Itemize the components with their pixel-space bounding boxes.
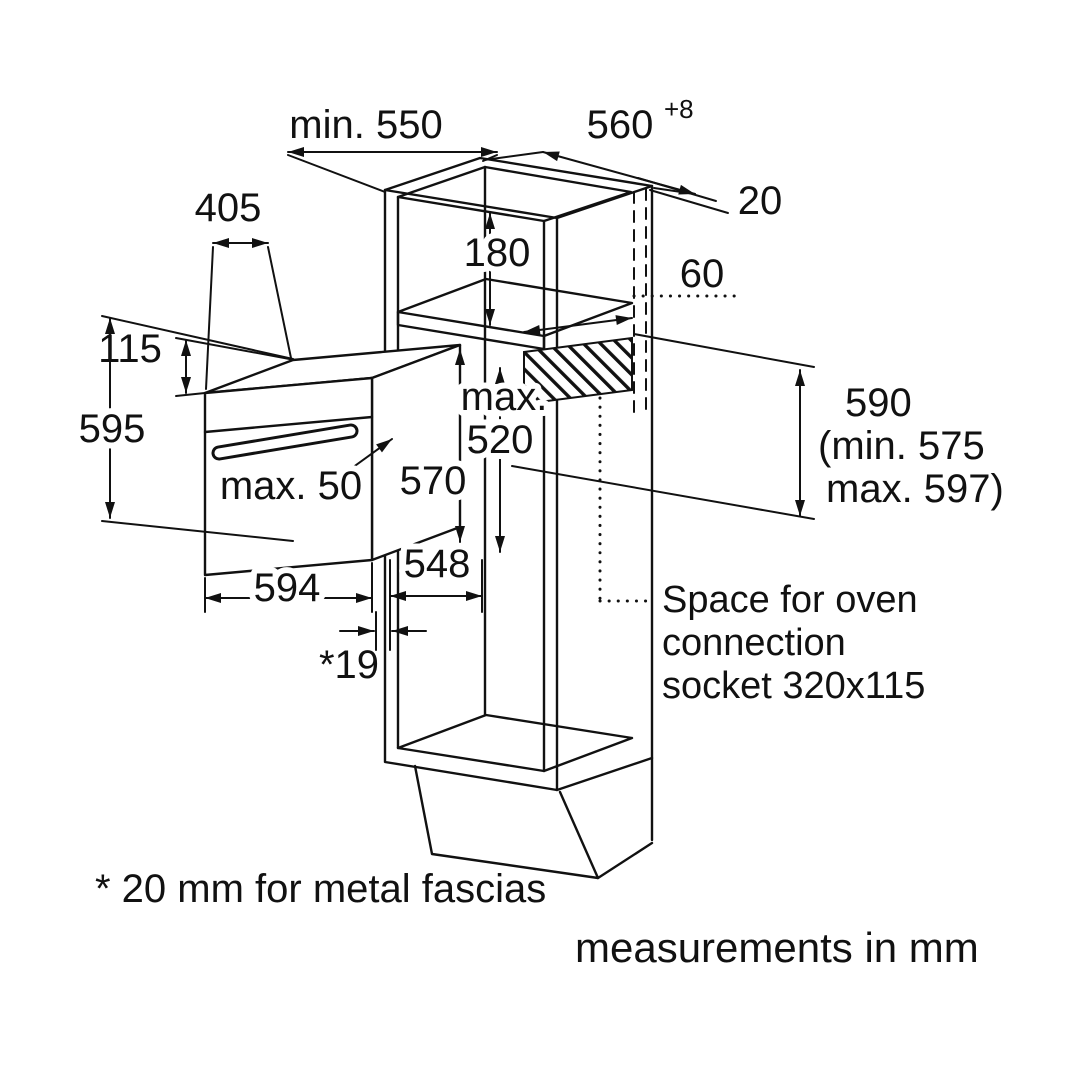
fascia-gap-label: *19: [319, 643, 379, 687]
oven-height-label: 595: [79, 407, 146, 451]
socket-note: Space for oven connection socket 320x115: [598, 396, 925, 707]
niche-height-label: 590: [845, 381, 912, 425]
socket-note-line1: Space for oven: [662, 579, 918, 621]
dim-niche-height: 590 (min. 575 max. 597): [511, 333, 1004, 520]
socket-note-line3: socket 320x115: [662, 665, 925, 707]
handle-clearance-label: max. 50: [220, 464, 362, 508]
socket-note-line2: connection: [662, 622, 846, 664]
shelf: [396, 277, 634, 351]
dim-top-compartment: 180: [458, 212, 536, 326]
units-note: measurements in mm: [575, 924, 979, 971]
niche-height-max-label: max. 597): [826, 467, 1004, 511]
socket-width-dimension-line: [523, 315, 633, 335]
oven-width-label: 594: [254, 566, 321, 610]
niche-height-min-label: (min. 575: [818, 424, 985, 468]
socket-hatch: [523, 315, 633, 406]
recess-depth-label-2: 520: [467, 418, 534, 462]
socket-offset-label: 60: [680, 252, 725, 296]
dim-oven-height: 595: [73, 315, 294, 542]
appliance-depth-label: 570: [400, 459, 467, 503]
dim-niche-depth: min. 550: [287, 103, 498, 193]
dim-wall-thickness: 20: [637, 177, 783, 223]
oven-side-face: [370, 343, 462, 562]
oven-top-depth-label: 405: [195, 186, 262, 230]
dim-recess-depth: max. 520: [455, 367, 553, 553]
oven-body: [203, 343, 462, 577]
dim-appliance-depth: 570: [394, 348, 472, 543]
dim-handle-clearance: max. 50: [214, 438, 393, 514]
dim-fascia-gap: *19: [319, 611, 427, 687]
control-panel-line: [203, 415, 374, 434]
built-in-depth-label: 548: [404, 542, 471, 586]
dim-oven-width: 594: [204, 560, 373, 616]
dim-built-in-depth: 548: [389, 536, 483, 613]
dim-top-depth: 405: [195, 186, 292, 390]
oven-handle: [211, 423, 359, 461]
cabinet-plinth: [413, 764, 654, 880]
wall-thickness-label: 20: [738, 179, 783, 223]
dim-niche-width: 560 +8: [483, 94, 696, 195]
control-panel-height-label: 115: [98, 327, 162, 371]
footnote: * 20 mm for metal fascias: [95, 867, 546, 911]
recess-depth-label-1: max.: [461, 375, 548, 419]
niche-width-tolerance-label: +8: [664, 94, 694, 124]
niche-depth-label: min. 550: [289, 103, 442, 147]
niche-width-label: 560: [587, 103, 654, 147]
hidden-edges: [633, 188, 647, 413]
dim-socket-offset: 60: [632, 252, 739, 298]
top-compartment-label: 180: [464, 231, 531, 275]
